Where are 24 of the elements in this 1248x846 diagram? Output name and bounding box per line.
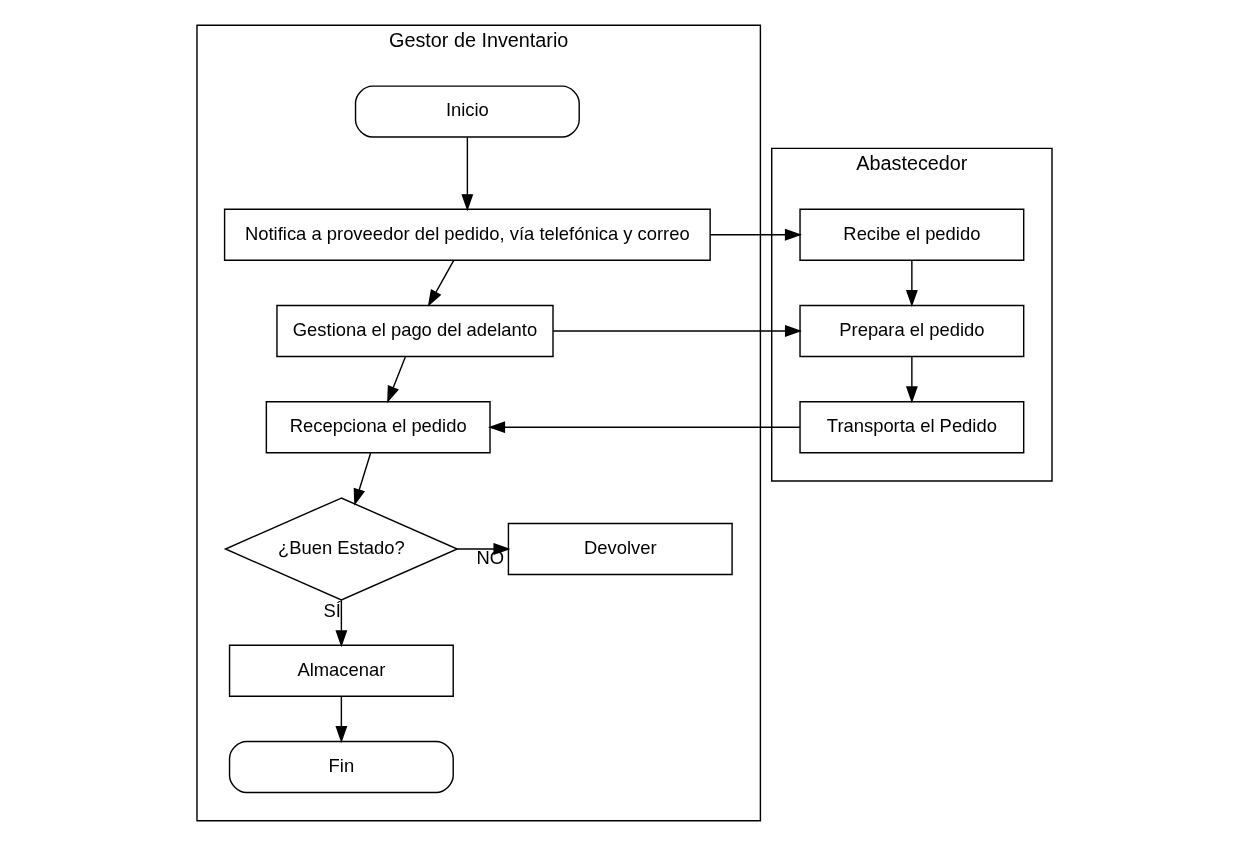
node-box: Recibe el pedido: [798, 208, 1024, 261]
node-box: Transporta el Pedido: [798, 401, 1024, 454]
arrow: [353, 452, 371, 506]
node-box: Fin: [228, 740, 454, 794]
arrow: [709, 228, 802, 241]
arrow: [456, 543, 510, 555]
arrow: [460, 136, 473, 212]
arrow: [334, 599, 347, 648]
node-box: Inicio: [354, 85, 580, 138]
arrow: [427, 260, 454, 307]
arrow: [487, 421, 801, 434]
node-box: Devolver: [507, 522, 733, 576]
node-diamond: ¿Buen Estado?: [223, 497, 459, 601]
node-box: Prepara el pedido: [798, 304, 1024, 358]
arrow: [386, 356, 406, 404]
arrow: [552, 325, 802, 337]
arrow: [334, 696, 347, 743]
arrow: [905, 356, 918, 404]
edge-label: SÍ: [322, 600, 341, 622]
node-box: Almacenar: [228, 644, 454, 697]
node-box: Notifica a proveedor del pedido, vía telefónica y correo: [223, 208, 711, 261]
arrow: [905, 260, 918, 307]
node-box: Gestiona el pago del adelanto: [275, 304, 554, 358]
node-box: Recepciona el pedido: [265, 401, 491, 454]
